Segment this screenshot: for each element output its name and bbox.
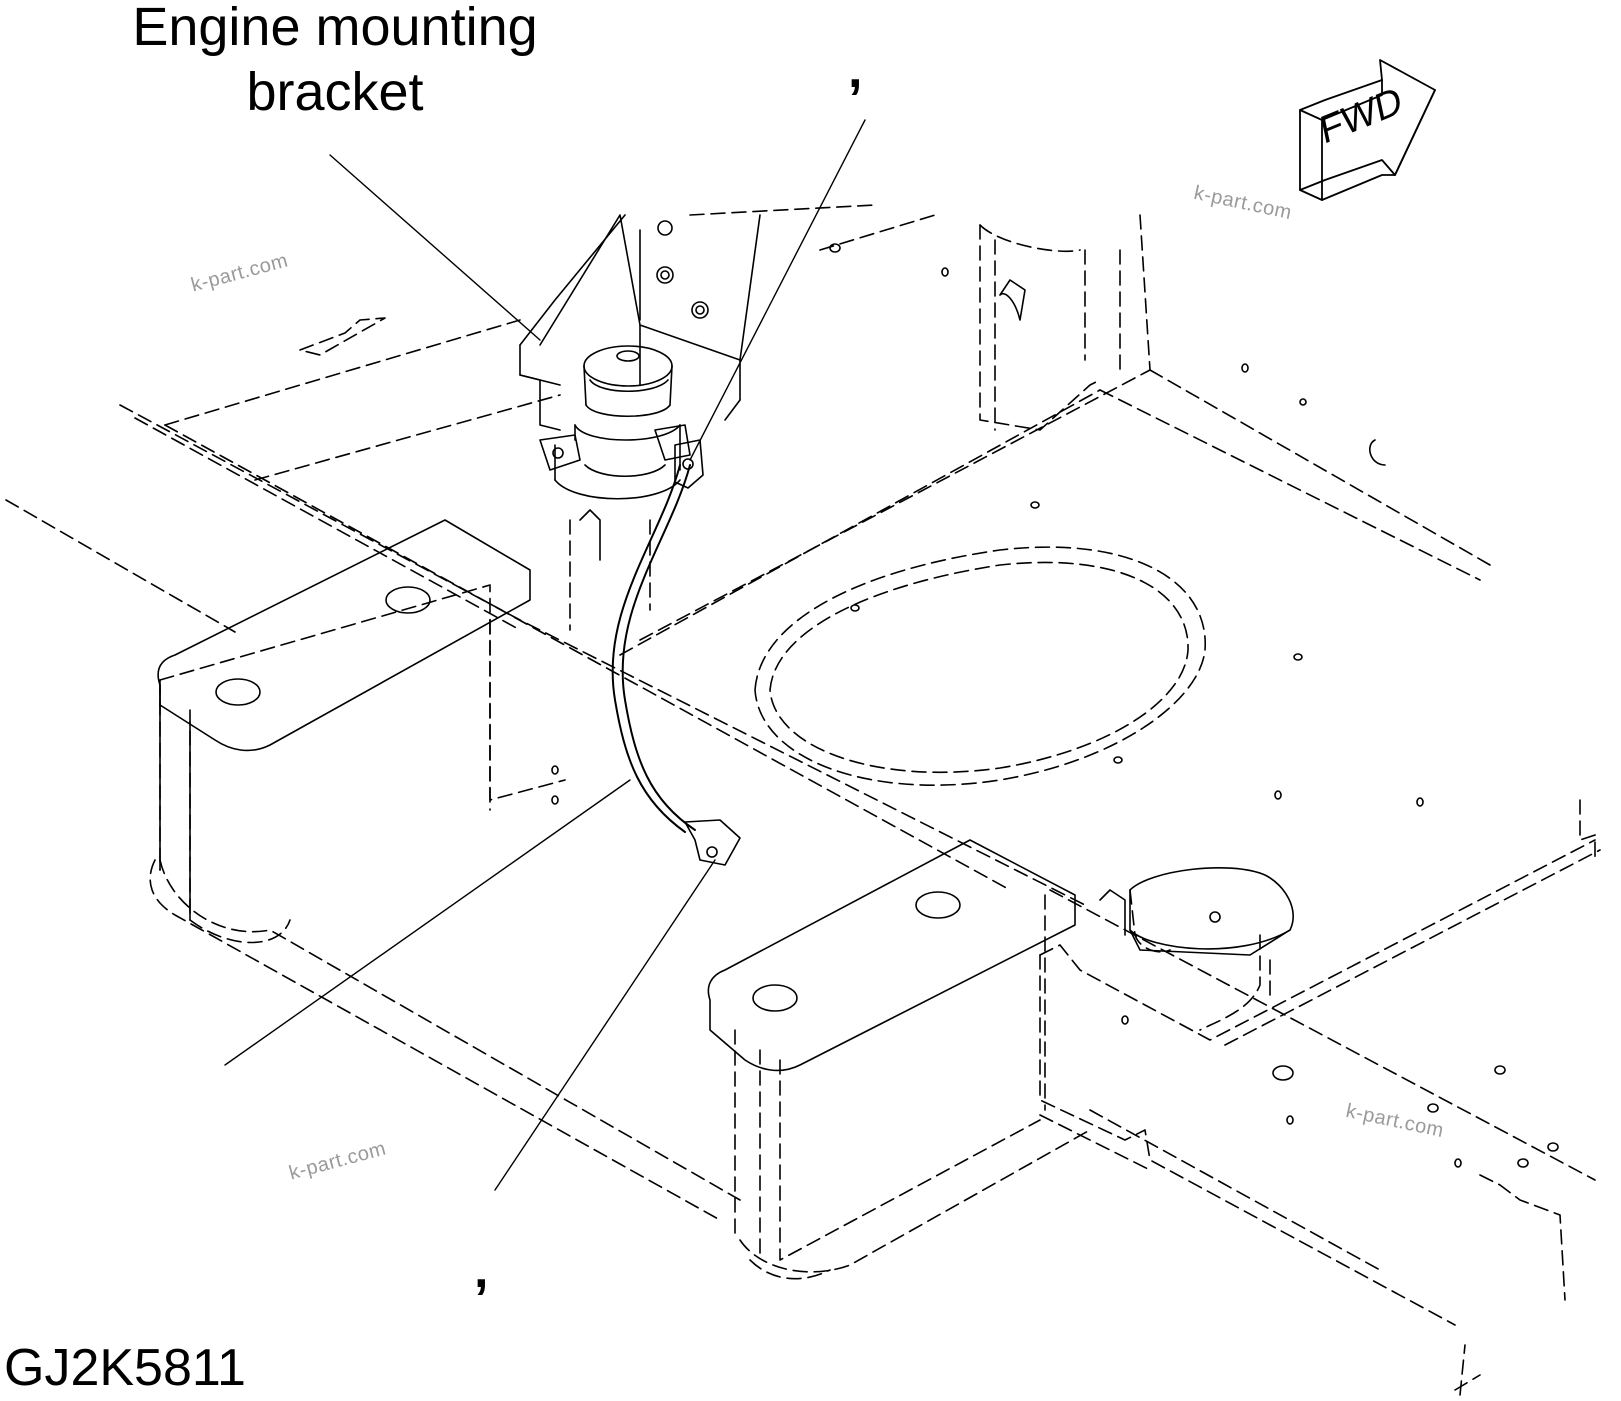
callout-bottom: , xyxy=(474,1241,489,1299)
callout-top: , xyxy=(848,41,863,99)
right-support-plate xyxy=(707,839,1076,1072)
leader-engine-bracket xyxy=(329,154,541,341)
leader-bottom-callout xyxy=(494,859,716,1191)
leader-top-callout xyxy=(689,119,866,461)
left-support-plate xyxy=(157,519,531,921)
engine-mount-label-line2: bracket xyxy=(246,62,424,122)
right-mount-pad xyxy=(1099,867,1294,956)
rubber-mount xyxy=(539,345,691,500)
engine-mount-bracket xyxy=(519,214,761,431)
engine-mount-label-line1: Engine mounting xyxy=(132,0,538,57)
bolt-holes xyxy=(551,243,1559,1168)
fwd-arrow-icon xyxy=(1299,59,1436,201)
ground-cable xyxy=(611,439,741,866)
frame-outline xyxy=(5,204,1601,1396)
figure-code: GJ2K5811 xyxy=(4,1339,246,1397)
leader-left-callout xyxy=(224,779,631,1066)
leader-lines xyxy=(224,119,866,1191)
